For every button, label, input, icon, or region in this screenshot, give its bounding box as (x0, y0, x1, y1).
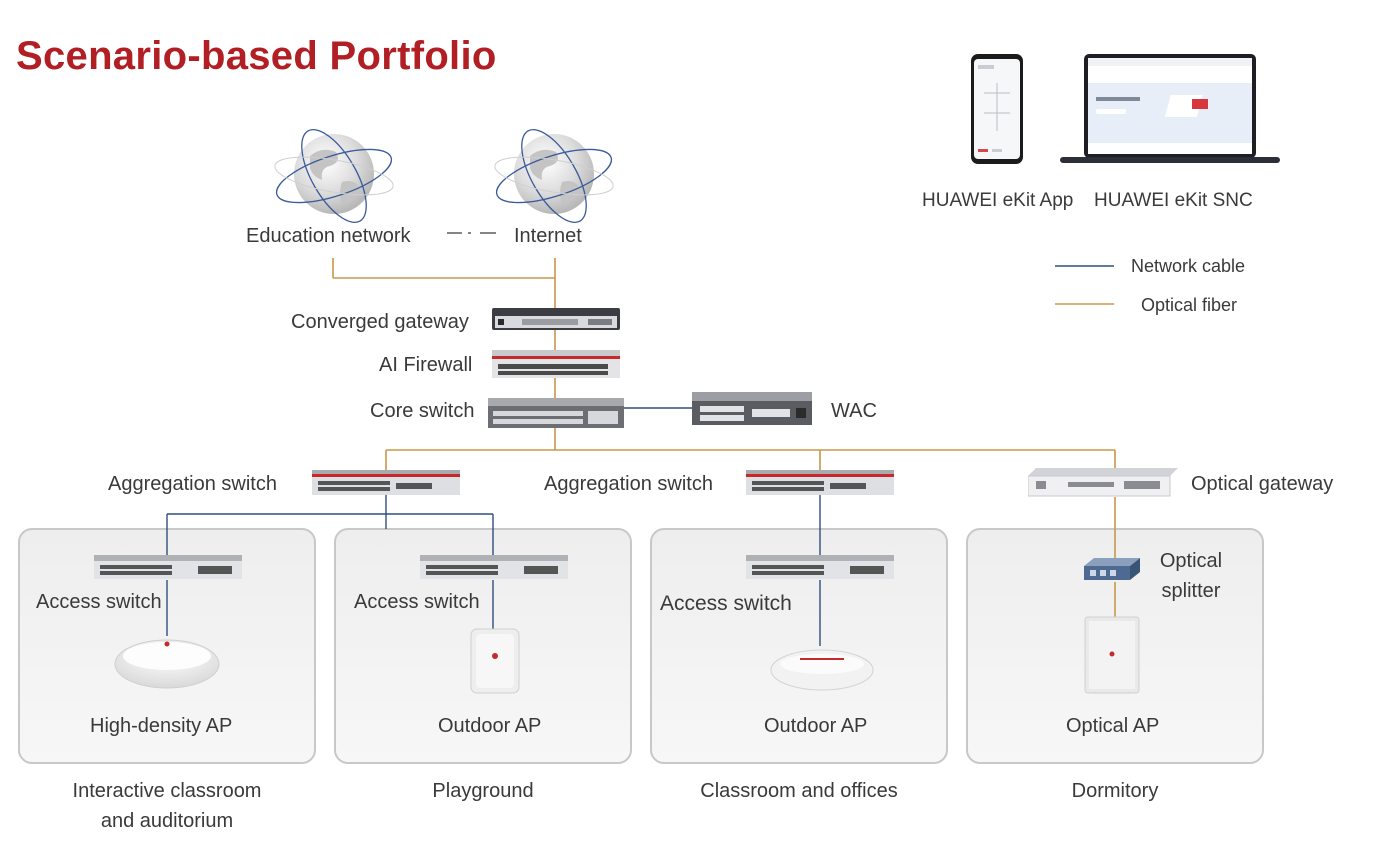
education-network-globe-icon (274, 128, 394, 224)
ai-firewall-label: AI Firewall (379, 354, 473, 376)
aggregation-switch-1-device (312, 470, 460, 495)
aggregation-switch-2-device (746, 470, 894, 495)
access-switch-1-device (94, 555, 242, 579)
ceiling-ap-device (770, 649, 874, 691)
laptop-snc-icon (1060, 54, 1280, 163)
optical-fiber-lines (332, 258, 1116, 617)
core-switch-device (488, 398, 624, 428)
ekit-snc-label: HUAWEI eKit SNC (1094, 190, 1253, 211)
outdoor-ap-2-label: Outdoor AP (764, 715, 868, 737)
outdoor-ap-1-label: Outdoor AP (438, 715, 542, 737)
legend-network-cable-label: Network cable (1131, 256, 1246, 276)
optical-splitter-device (1084, 558, 1140, 580)
phone-app-icon (971, 54, 1023, 164)
access-switch-1-label: Access switch (36, 591, 162, 613)
page-title: Scenario-based Portfolio (16, 34, 497, 78)
converged-gateway-device (492, 308, 620, 330)
optical-gateway-device (1028, 468, 1178, 497)
optical-ap-label: Optical AP (1066, 715, 1160, 737)
access-switch-2-device (420, 555, 568, 579)
access-switch-3-device (746, 555, 894, 579)
access-switch-3-label: Access switch (660, 592, 792, 615)
optical-splitter-label: Optical splitter (1159, 550, 1223, 602)
high-density-ap-label: High-density AP (90, 715, 233, 737)
ekit-app-label: HUAWEI eKit App (922, 190, 1074, 211)
scenario-playground-caption: Playground (432, 780, 534, 802)
scenario-dormitory-caption: Dormitory (1071, 780, 1159, 802)
high-density-ap-device (114, 639, 220, 689)
optical-gateway-label: Optical gateway (1191, 473, 1334, 495)
legend-optical-fiber-label: Optical fiber (1141, 295, 1238, 315)
internet-label: Internet (514, 225, 582, 247)
network-cable-lines (166, 407, 821, 646)
wac-device (692, 392, 812, 425)
scenario-classroom-offices-caption: Classroom and offices (700, 780, 898, 802)
converged-gateway-label: Converged gateway (291, 311, 469, 333)
aggregation-switch-2-label: Aggregation switch (544, 473, 713, 495)
aggregation-switch-1-label: Aggregation switch (108, 473, 277, 495)
optical-ap-device (1084, 616, 1140, 694)
internet-globe-icon (494, 128, 614, 224)
education-network-label: Education network (246, 225, 411, 247)
scenario-interactive-classroom-caption: Interactive classroom and auditorium (72, 780, 262, 832)
outdoor-ap-device (470, 628, 520, 694)
access-switch-2-label: Access switch (354, 591, 480, 613)
core-switch-label: Core switch (370, 400, 475, 422)
ai-firewall-device (492, 350, 620, 378)
wac-label: WAC (831, 400, 877, 422)
